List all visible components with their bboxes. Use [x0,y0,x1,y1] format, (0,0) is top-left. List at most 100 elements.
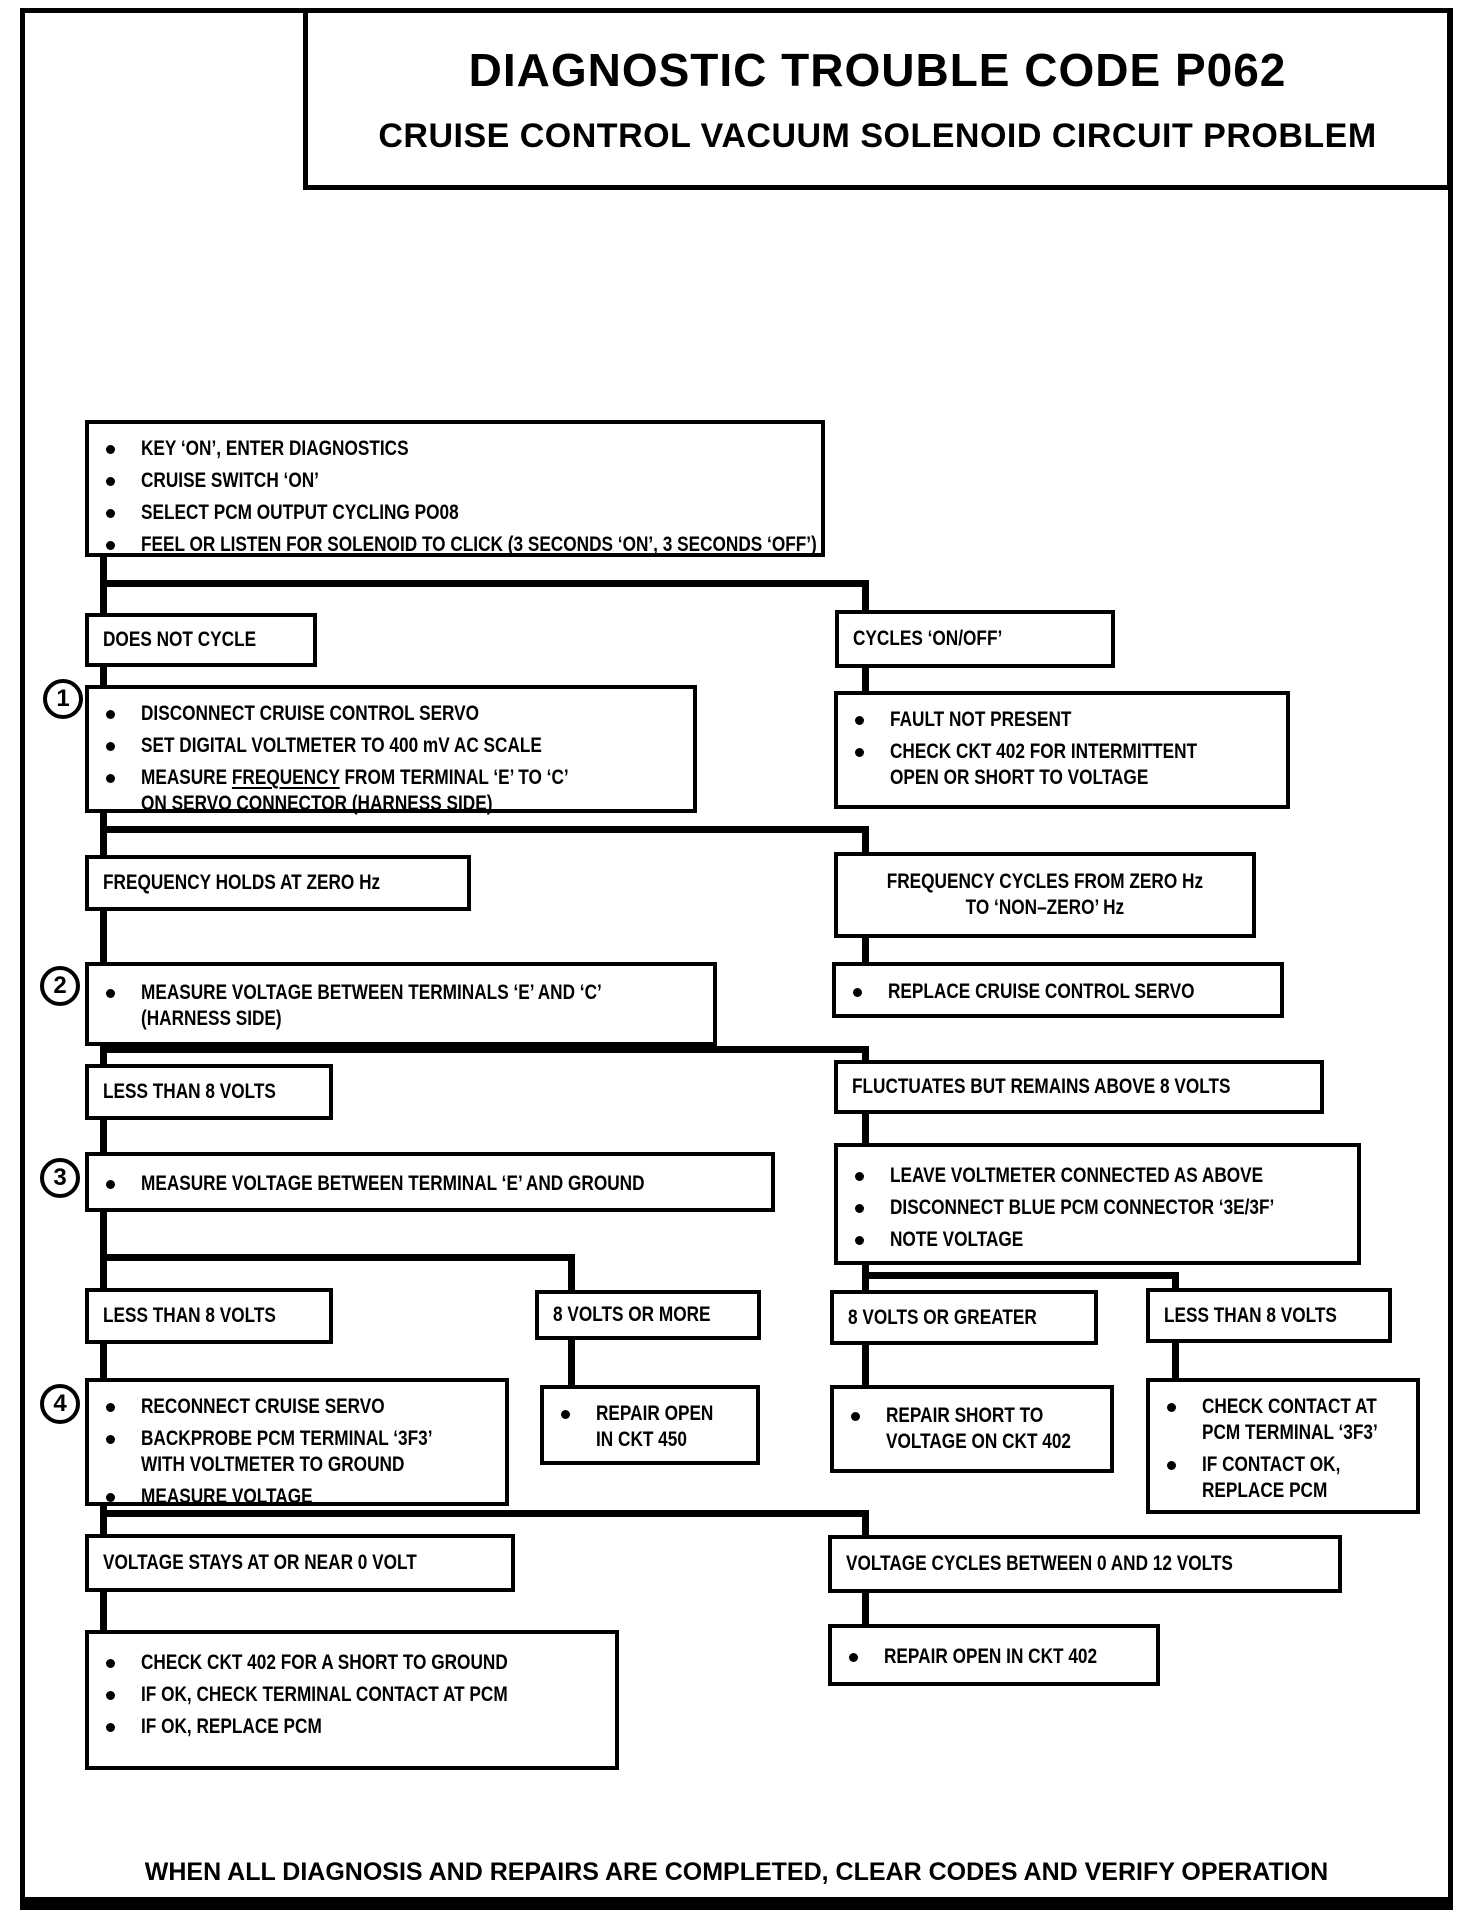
flow-node-step4: RECONNECT CRUISE SERVO BACKPROBE PCM TER… [85,1378,509,1508]
flow-node-freq-holds-zero: FREQUENCY HOLDS AT ZERO Hz [85,855,471,911]
connector-line [862,580,869,612]
connector-line [100,1046,869,1053]
flow-node-repair-open-ckt402: REPAIR OPEN IN CKT 402 [828,1624,1160,1686]
flow-node-repair-short-ckt402: REPAIR SHORT TO VOLTAGE ON CKT 402 [830,1385,1114,1473]
connector-line [100,1044,107,1066]
bullet-icon [106,1691,115,1700]
list-item: IF OK, CHECK TERMINAL CONTACT AT PCM [89,1682,611,1708]
connector-line [100,811,107,857]
connector-line [862,936,869,964]
bullet-icon [561,1410,570,1419]
flow-node-8-volts-or-greater: 8 VOLTS OR GREATER [830,1290,1098,1345]
flow-node-cycles-on-off: CYCLES ‘ON/OFF’ [835,610,1115,668]
flow-node-start: KEY ‘ON’, ENTER DIAGNOSTICS CRUISE SWITC… [85,420,825,557]
connector-line [568,1254,575,1292]
flow-node-less-than-8-volts-a: LESS THAN 8 VOLTS [85,1064,333,1120]
bullet-icon [106,1435,115,1444]
bullet-icon [106,541,115,550]
list-item: FAULT NOT PRESENT [838,707,1282,733]
list-item: DISCONNECT BLUE PCM CONNECTOR ‘3E/3F’ [838,1195,1353,1221]
underlined-word: FREQUENCY [231,766,340,789]
bullet-icon [106,445,115,454]
connector-line [100,1118,107,1154]
list-item: REPLACE CRUISE CONTROL SERVO [836,979,1276,1005]
connector-line [1172,1341,1179,1380]
list-item: SELECT PCM OUTPUT CYCLING PO08 [89,500,817,526]
bullet-icon [106,742,115,751]
flow-node-check-contact-pcm: CHECK CONTACT AT PCM TERMINAL ‘3F3’ IF C… [1146,1378,1420,1514]
connector-line [100,1504,107,1536]
connector-line [100,1590,107,1632]
connector-line [568,1338,575,1387]
list-item: RECONNECT CRUISE SERVO [89,1394,501,1420]
connector-line [862,1046,869,1062]
flow-node-fluctuates-above-8: FLUCTUATES BUT REMAINS ABOVE 8 VOLTS [834,1060,1324,1114]
list-item: FEEL OR LISTEN FOR SOLENOID TO CLICK (3 … [89,532,817,558]
connector-line [862,826,869,854]
bullet-icon [853,988,862,997]
connector-line [100,1210,107,1290]
flow-node-voltage-cycles-0-12: VOLTAGE CYCLES BETWEEN 0 AND 12 VOLTS [828,1535,1342,1593]
bullet-icon [106,477,115,486]
bullet-icon [106,1403,115,1412]
connector-line [862,1591,869,1626]
bullet-icon [106,774,115,783]
flow-node-fault-not-present: FAULT NOT PRESENT CHECK CKT 402 FOR INTE… [834,691,1290,809]
flow-node-freq-cycles: FREQUENCY CYCLES FROM ZERO Hz TO ‘NON–ZE… [834,852,1256,938]
list-item: NOTE VOLTAGE [838,1227,1353,1253]
bullet-icon [849,1653,858,1662]
list-item: REPAIR SHORT TO VOLTAGE ON CKT 402 [834,1403,1106,1455]
list-item: SET DIGITAL VOLTMETER TO 400 mV AC SCALE [89,733,689,759]
bullet-icon [106,509,115,518]
bullet-icon [106,1180,115,1189]
bullet-icon [106,1723,115,1732]
flow-node-step3: MEASURE VOLTAGE BETWEEN TERMINAL ‘E’ AND… [85,1152,775,1212]
flow-node-check-ckt402-short: CHECK CKT 402 FOR A SHORT TO GROUND IF O… [85,1630,619,1770]
list-item: CRUISE SWITCH ‘ON’ [89,468,817,494]
connector-line [862,1343,869,1387]
connector-line [100,1254,575,1261]
connector-line [100,665,107,687]
bullet-icon [851,1412,860,1421]
page-title: DIAGNOSTIC TROUBLE CODE P062 [468,44,1287,96]
page-border [20,8,1453,1910]
list-item: MEASURE VOLTAGE [89,1484,501,1510]
list-item: CHECK CKT 402 FOR A SHORT TO GROUND [89,1650,611,1676]
list-item: MEASURE FREQUENCY FROM TERMINAL ‘E’ TO ‘… [89,765,689,817]
list-item: IF OK, REPLACE PCM [89,1714,611,1740]
list-item: CHECK CKT 402 FOR INTERMITTENT OPEN OR S… [838,739,1282,791]
page-subtitle: CRUISE CONTROL VACUUM SOLENOID CIRCUIT P… [378,117,1377,155]
step-number-badge-2: 2 [40,966,80,1006]
step-number-badge-3: 3 [40,1158,80,1198]
connector-line [100,1342,107,1380]
bullet-icon [106,989,115,998]
flow-node-voltage-stays-near-0: VOLTAGE STAYS AT OR NEAR 0 VOLT [85,1534,515,1592]
list-item: MEASURE VOLTAGE BETWEEN TERMINAL ‘E’ AND… [89,1171,767,1197]
list-item: IF CONTACT OK, REPLACE PCM [1150,1452,1412,1504]
connector-line [862,1510,869,1537]
connector-line [100,826,869,833]
connector-line [1172,1272,1179,1290]
list-item: BACKPROBE PCM TERMINAL ‘3F3’ WITH VOLTME… [89,1426,501,1478]
flow-node-repair-open-ckt450: REPAIR OPEN IN CKT 450 [540,1385,760,1465]
flow-node-8-volts-or-more: 8 VOLTS OR MORE [535,1290,761,1340]
connector-line [862,1112,869,1145]
step-number-badge-1: 1 [43,679,83,719]
flow-node-step2: MEASURE VOLTAGE BETWEEN TERMINALS ‘E’ AN… [85,962,717,1046]
bullet-icon [106,710,115,719]
bullet-icon [106,1493,115,1502]
list-item: DISCONNECT CRUISE CONTROL SERVO [89,701,689,727]
connector-line [862,1272,1179,1279]
connector-line [862,666,869,693]
flow-node-step1: DISCONNECT CRUISE CONTROL SERVO SET DIGI… [85,685,697,815]
list-item: REPAIR OPEN IN CKT 402 [832,1644,1152,1670]
step-number-badge-4: 4 [40,1384,80,1424]
connector-line [100,909,107,964]
list-item: REPAIR OPEN IN CKT 450 [544,1401,752,1453]
list-item: LEAVE VOLTMETER CONNECTED AS ABOVE [838,1163,1353,1189]
connector-line [100,1510,869,1517]
flow-node-less-than-8-volts-b: LESS THAN 8 VOLTS [85,1288,333,1344]
flow-node-replace-servo: REPLACE CRUISE CONTROL SERVO [832,962,1284,1018]
title-box: DIAGNOSTIC TROUBLE CODE P062 CRUISE CONT… [303,8,1452,190]
list-item: CHECK CONTACT AT PCM TERMINAL ‘3F3’ [1150,1394,1412,1446]
